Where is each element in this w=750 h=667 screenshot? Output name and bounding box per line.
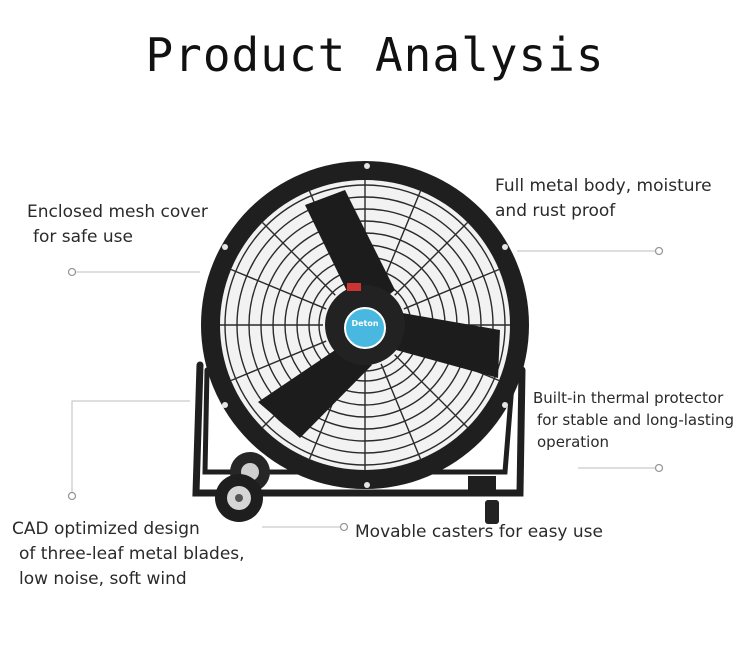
callout-guides (67, 246, 664, 532)
rim-bolt (364, 482, 370, 488)
callout-line: and rust proof (495, 201, 616, 221)
grille-spoke (380, 190, 422, 287)
callout-metal-body: Full metal body, moisture and rust proof (495, 174, 712, 224)
rim-bolt (222, 402, 228, 408)
callout-blades: CAD optimized design of three-leaf metal… (12, 517, 245, 592)
fan-blade-left (258, 340, 372, 438)
callout-line: Enclosed mesh cover (27, 202, 208, 222)
caster-axle (235, 494, 243, 502)
callout-line: of three-leaf metal blades, (19, 544, 245, 564)
grille-spoke (230, 340, 327, 382)
hub-logo-text: Deton (351, 319, 378, 328)
thermal-guide-dot (654, 463, 664, 473)
grille-spoke (394, 354, 469, 429)
casters-guide-dot (339, 522, 349, 532)
grille-spoke (380, 363, 422, 460)
callout-thermal-protector: Built-in thermal protector for stable an… (533, 387, 734, 453)
fan-blade-right (378, 310, 500, 378)
rim-bolts (222, 163, 508, 488)
page-title: Product Analysis (145, 28, 605, 82)
rear-foot-pad (485, 500, 499, 524)
blades-guide-dot (67, 491, 77, 501)
body-guide-dot (654, 246, 664, 256)
callout-line: for safe use (33, 227, 133, 247)
stand-frame (192, 361, 526, 497)
thermal-label-sticker (347, 283, 361, 291)
grille-spoke (394, 221, 469, 296)
callout-mesh-cover: Enclosed mesh cover for safe use (27, 200, 208, 250)
grille-spoke (403, 268, 500, 310)
callout-line: CAD optimized design (12, 519, 200, 539)
caster-wheels (215, 452, 270, 522)
hub-badge (344, 307, 386, 349)
callout-line: operation (537, 433, 610, 451)
callout-line: Movable casters for easy use (355, 522, 603, 542)
mesh-guide-dot (67, 267, 77, 277)
callout-line: Full metal body, moisture (495, 176, 712, 196)
rim-bolt (502, 402, 508, 408)
callout-casters: Movable casters for easy use (355, 520, 603, 545)
rim-bolt (364, 163, 370, 169)
callout-line: low noise, soft wind (19, 569, 187, 589)
rim-bolt (502, 244, 508, 250)
rim-bolt (222, 244, 228, 250)
grille-spoke (230, 268, 327, 310)
rear-foot (468, 476, 496, 490)
callout-line: Built-in thermal protector (533, 389, 724, 407)
grille-spoke (261, 221, 336, 296)
callout-line: for stable and long-lasting (537, 411, 734, 429)
blades-guide-line (71, 400, 190, 492)
